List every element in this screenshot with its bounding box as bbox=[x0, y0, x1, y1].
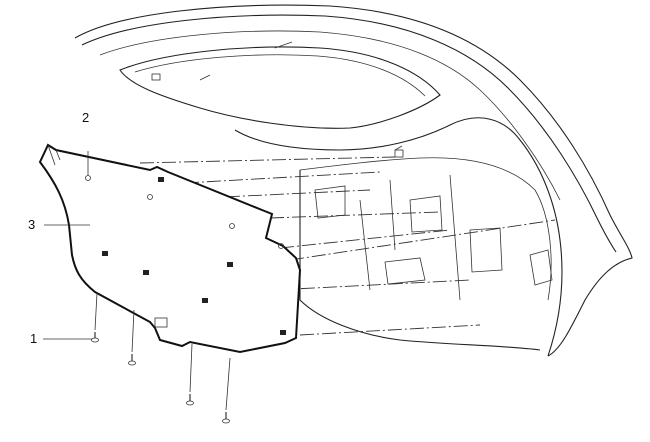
callout-3: 3 bbox=[28, 217, 36, 232]
liftgate-frame bbox=[74, 4, 633, 357]
callout-2: 2 bbox=[82, 110, 90, 125]
fastener-icon bbox=[222, 412, 230, 424]
trim-panel bbox=[38, 143, 302, 354]
fastener-icon bbox=[91, 332, 99, 343]
fastener-icon bbox=[186, 394, 194, 406]
fastener-leaders bbox=[87, 151, 231, 411]
fasteners bbox=[91, 332, 230, 424]
callout-1: 1 bbox=[30, 331, 38, 346]
fastener-icon bbox=[128, 354, 136, 366]
